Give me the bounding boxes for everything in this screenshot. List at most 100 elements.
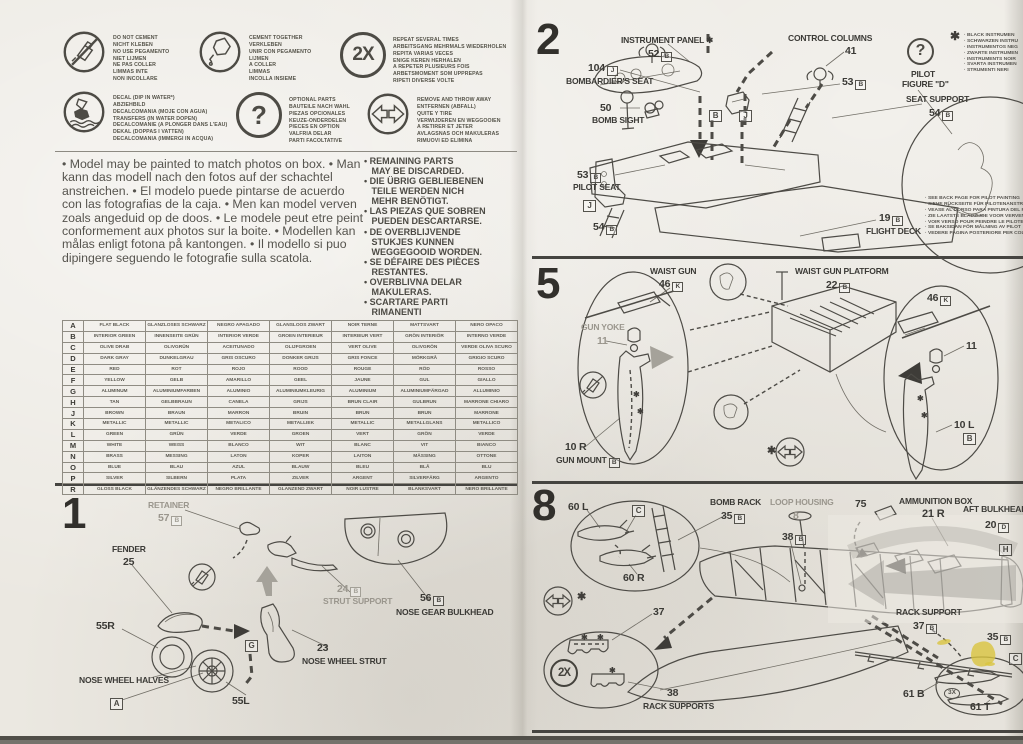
paint-color-name: VERDE xyxy=(207,428,270,441)
paint-color-name: ROUGE xyxy=(331,363,394,376)
part-number-gun-mount: 10 R xyxy=(565,441,587,453)
paint-color-name: GEEL xyxy=(269,374,332,387)
paint-color-name: NEGRO APAGADO xyxy=(207,320,270,332)
part-label-flight-deck: FLIGHT DECK xyxy=(866,226,921,236)
paint-color-name: DUNKELGRAU xyxy=(145,352,208,365)
part-letter-box-detail-mount: B xyxy=(961,433,976,445)
paint-color-name: WHITE xyxy=(83,439,146,452)
paint-color-name: GLANSLOOS ZWART xyxy=(269,320,332,332)
remaining-note-line: • OVERBLIVNA DELAR xyxy=(364,276,462,287)
part-number-75: 75 xyxy=(855,498,867,510)
step1-number: 1 xyxy=(62,489,87,538)
part-number-control-columns: 41 xyxy=(845,45,857,57)
paint-color-name: BLANCO xyxy=(207,439,270,452)
part-number-bomb-sight: 50 xyxy=(600,102,612,114)
legend-line: ARBEITSGANG MEHRMALS WIEDERHOLEN xyxy=(393,43,507,50)
part-label-loop-housing: LOOP HOUSING xyxy=(770,497,834,507)
part-number-55l: 55L xyxy=(232,695,250,707)
paint-color-name: SILBERN xyxy=(145,472,208,485)
paint-color-name: MÖRKGRÅ xyxy=(393,352,456,365)
part-number-55r: 55R xyxy=(96,620,115,632)
paint-color-name: AZUL xyxy=(207,461,270,474)
legend-line: ENTFERNEN (ABFALL) xyxy=(417,103,476,110)
step2-number: 2 xyxy=(536,15,561,64)
paint-color-name: GULBRUN xyxy=(393,396,456,409)
remaining-note-line: MAKULERAS. xyxy=(364,287,432,298)
part-letter-box: B xyxy=(795,535,807,545)
paint-color-name: VERDE xyxy=(455,428,518,441)
paint-color-name: ALUMINIUMFÄRGAD xyxy=(393,385,456,398)
remaining-note-line: TEILE WERDEN NICH xyxy=(364,186,465,197)
note-line: · STRUMENTI NERI xyxy=(964,68,1009,74)
step5-divider xyxy=(532,481,1023,484)
remaining-note-line: • DE OVERBLIJVENDE xyxy=(364,226,461,237)
paint-color-name: JAUNE xyxy=(331,374,394,387)
paint-row-letter: O xyxy=(62,461,84,474)
part-letter-box-c: C xyxy=(630,505,645,517)
remaining-note-line: PUEDEN DESCARTARSE. xyxy=(364,216,482,227)
remaining-note-line: • SCARTARE PARTI xyxy=(364,297,448,308)
legend-line: DECALCOMANIE (A PLONGER DANS L'EAU) xyxy=(113,122,228,129)
paint-row-letter: D xyxy=(62,352,84,365)
paint-color-name: LATON xyxy=(207,450,270,463)
part-letter-box: B xyxy=(1000,635,1012,645)
paint-color-name: ARGENTO xyxy=(455,472,518,485)
part-label-bombardier-seat: BOMBARDIER'S SEAT xyxy=(566,76,654,86)
paint-color-name: METALLICO xyxy=(455,418,518,430)
paint-color-name: ALLUMINIO xyxy=(455,385,518,398)
optional-parts-icon: ? xyxy=(907,38,934,65)
legend-line: AVLAGSNAS OCH MAKULERAS xyxy=(417,131,500,138)
paint-color-name: VERT OLIVE xyxy=(331,341,394,354)
paint-color-name: BRUN CLAIR xyxy=(331,396,394,409)
part-letter-box: B xyxy=(661,52,673,62)
part-letter-box-c2: C xyxy=(1007,653,1022,665)
legend-line: LIMMAS INTE xyxy=(113,69,148,76)
legend-line: NICHT KLEBEN xyxy=(113,41,153,48)
part-letter-box: B xyxy=(433,596,445,606)
paint-color-name: MARRON xyxy=(207,407,270,420)
black-instruments-note: · BLACK INSTRUMEN· SCHWARZEN INSTRU· INS… xyxy=(964,33,1018,74)
paint-color-name: METALICO xyxy=(207,418,270,430)
legend-line: DECALCOMANIA (MOJE CON AGUA) xyxy=(113,108,208,115)
legend-line: VALFRIA DELAR xyxy=(289,131,332,138)
paint-color-name: YELLOW xyxy=(83,374,146,387)
repeat-2x-icon: 2X xyxy=(340,32,386,78)
paint-color-name: INTERIOR VERDE xyxy=(207,330,270,343)
legend-line: RIPETI DIVERSE VOLTE xyxy=(393,78,455,85)
no-cement-icon xyxy=(63,31,105,73)
paint-color-name: GREEN xyxy=(83,428,146,441)
legend-line: LIJMEN xyxy=(249,55,269,62)
part-letter-box-g: G xyxy=(243,640,258,652)
paint-color-name: OLIVGRÖN xyxy=(393,341,456,354)
note-line: · ZIE LAATSTE BLADZIJDE VOOR VERVEN VA xyxy=(925,213,1023,219)
paint-row-letter: L xyxy=(62,428,84,441)
part-number-strut: 23 xyxy=(317,642,329,654)
note-line: · SVARTA INSTRUMEN xyxy=(964,62,1017,68)
part-letter-box-a: A xyxy=(108,698,123,710)
optional-parts-icon: ? xyxy=(236,92,282,138)
note-line: · SIEHE RÜCKSEITE FÜR PILOTENANSTRICH xyxy=(925,201,1023,207)
part-label-bomb-rack: BOMB RACK xyxy=(710,497,762,507)
repeat-3x-icon: 3X xyxy=(944,688,960,699)
part-letter-box: B xyxy=(926,624,938,634)
cement-together-icon xyxy=(199,31,241,73)
part-label-aft-bulkhead: AFT BULKHEAD xyxy=(963,504,1023,514)
part-letter-box: B xyxy=(734,514,746,524)
paint-color-name: WEISS xyxy=(145,439,208,452)
paint-color-name: ROJO xyxy=(207,363,270,376)
paint-color-name: INNENSEITE GRÜN xyxy=(145,330,208,343)
legend-line: PARTI FACOLTATIVE xyxy=(289,138,343,145)
part-label-ammunition-box: AMMUNITION BOX xyxy=(899,496,973,506)
